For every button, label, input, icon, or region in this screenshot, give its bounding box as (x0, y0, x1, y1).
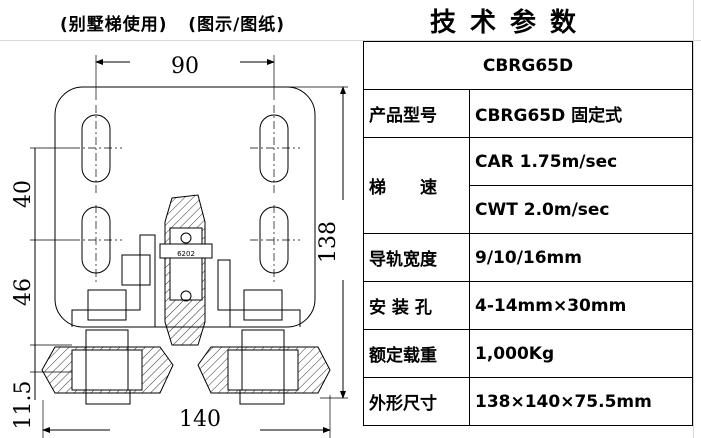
row-label: 外形尺寸 (363, 377, 470, 426)
table-row: CWT 2.0m/sec (364, 185, 693, 234)
sheet-gridline (693, 0, 694, 438)
row-label: 导轨宽度 (363, 233, 470, 282)
sheet-gridline (0, 40, 701, 41)
row-value: CAR 1.75m/sec (469, 137, 693, 186)
row-label: 额定载重 (363, 329, 470, 378)
dim-width-140: 140 (179, 407, 221, 432)
dim-11-5: 11.5 (11, 381, 36, 430)
table-row: 梯 速 CAR 1.75m/sec (363, 137, 693, 234)
row-value: 9/10/16mm (469, 233, 693, 282)
drawing-caption: (别墅梯使用) (图示/图纸) (60, 15, 286, 35)
bearing-label: 6202 (177, 250, 195, 258)
row-value: CWT 2.0m/sec (469, 185, 693, 234)
table-row: 外形尺寸 138×140×75.5mm (363, 377, 693, 426)
technical-drawing: 90 140 138 40 46 11.5 6202 (11, 54, 348, 438)
table-row: 安 装 孔 4-14mm×30mm (363, 281, 693, 330)
row-value: 1,000Kg (469, 329, 693, 378)
dim-46: 46 (11, 278, 36, 306)
row-label: 安 装 孔 (363, 281, 470, 330)
row-label: 梯 速 (363, 137, 470, 234)
row-value: CBRG65D 固定式 (469, 89, 693, 138)
row-value: 138×140×75.5mm (469, 377, 693, 426)
table-row: 产品型号 CBRG65D 固定式 (363, 89, 693, 138)
table-row: 导轨宽度 9/10/16mm (363, 233, 693, 282)
dim-40: 40 (11, 180, 36, 208)
spec-table: CBRG65D 产品型号 CBRG65D 固定式 梯 速 CAR 1.75m/s… (363, 41, 693, 426)
spec-title: 技术参数 (430, 8, 591, 38)
table-row: 额定载重 1,000Kg (363, 329, 693, 378)
row-value: 4-14mm×30mm (469, 281, 693, 330)
row-label: 产品型号 (363, 89, 470, 138)
dim-width-90: 90 (171, 54, 199, 79)
dim-height-138: 138 (316, 221, 341, 263)
model-header: CBRG65D (363, 41, 693, 90)
